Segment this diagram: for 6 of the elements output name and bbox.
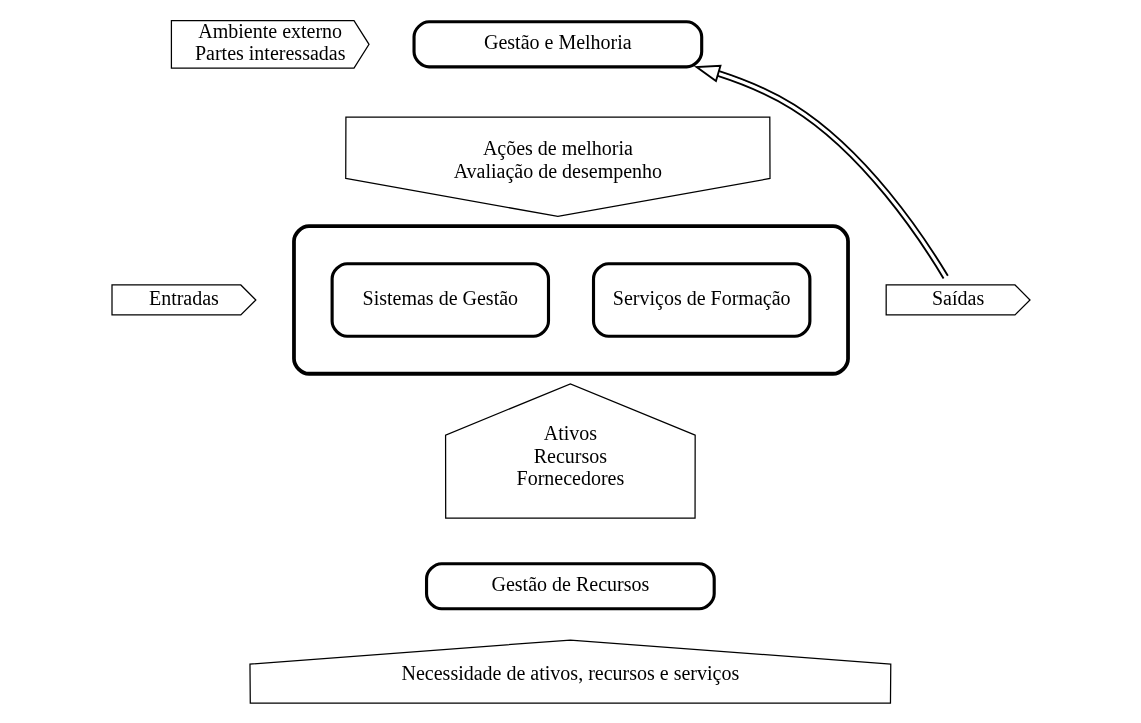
node-box: Gestão de Recursos bbox=[424, 562, 716, 611]
arrow bbox=[693, 64, 949, 280]
cluster bbox=[291, 224, 850, 376]
node-box: Sistemas de Gestão bbox=[330, 262, 550, 338]
node-box: Serviços de Formação bbox=[591, 262, 811, 338]
node-box: Gestão e Melhoria bbox=[411, 20, 703, 69]
